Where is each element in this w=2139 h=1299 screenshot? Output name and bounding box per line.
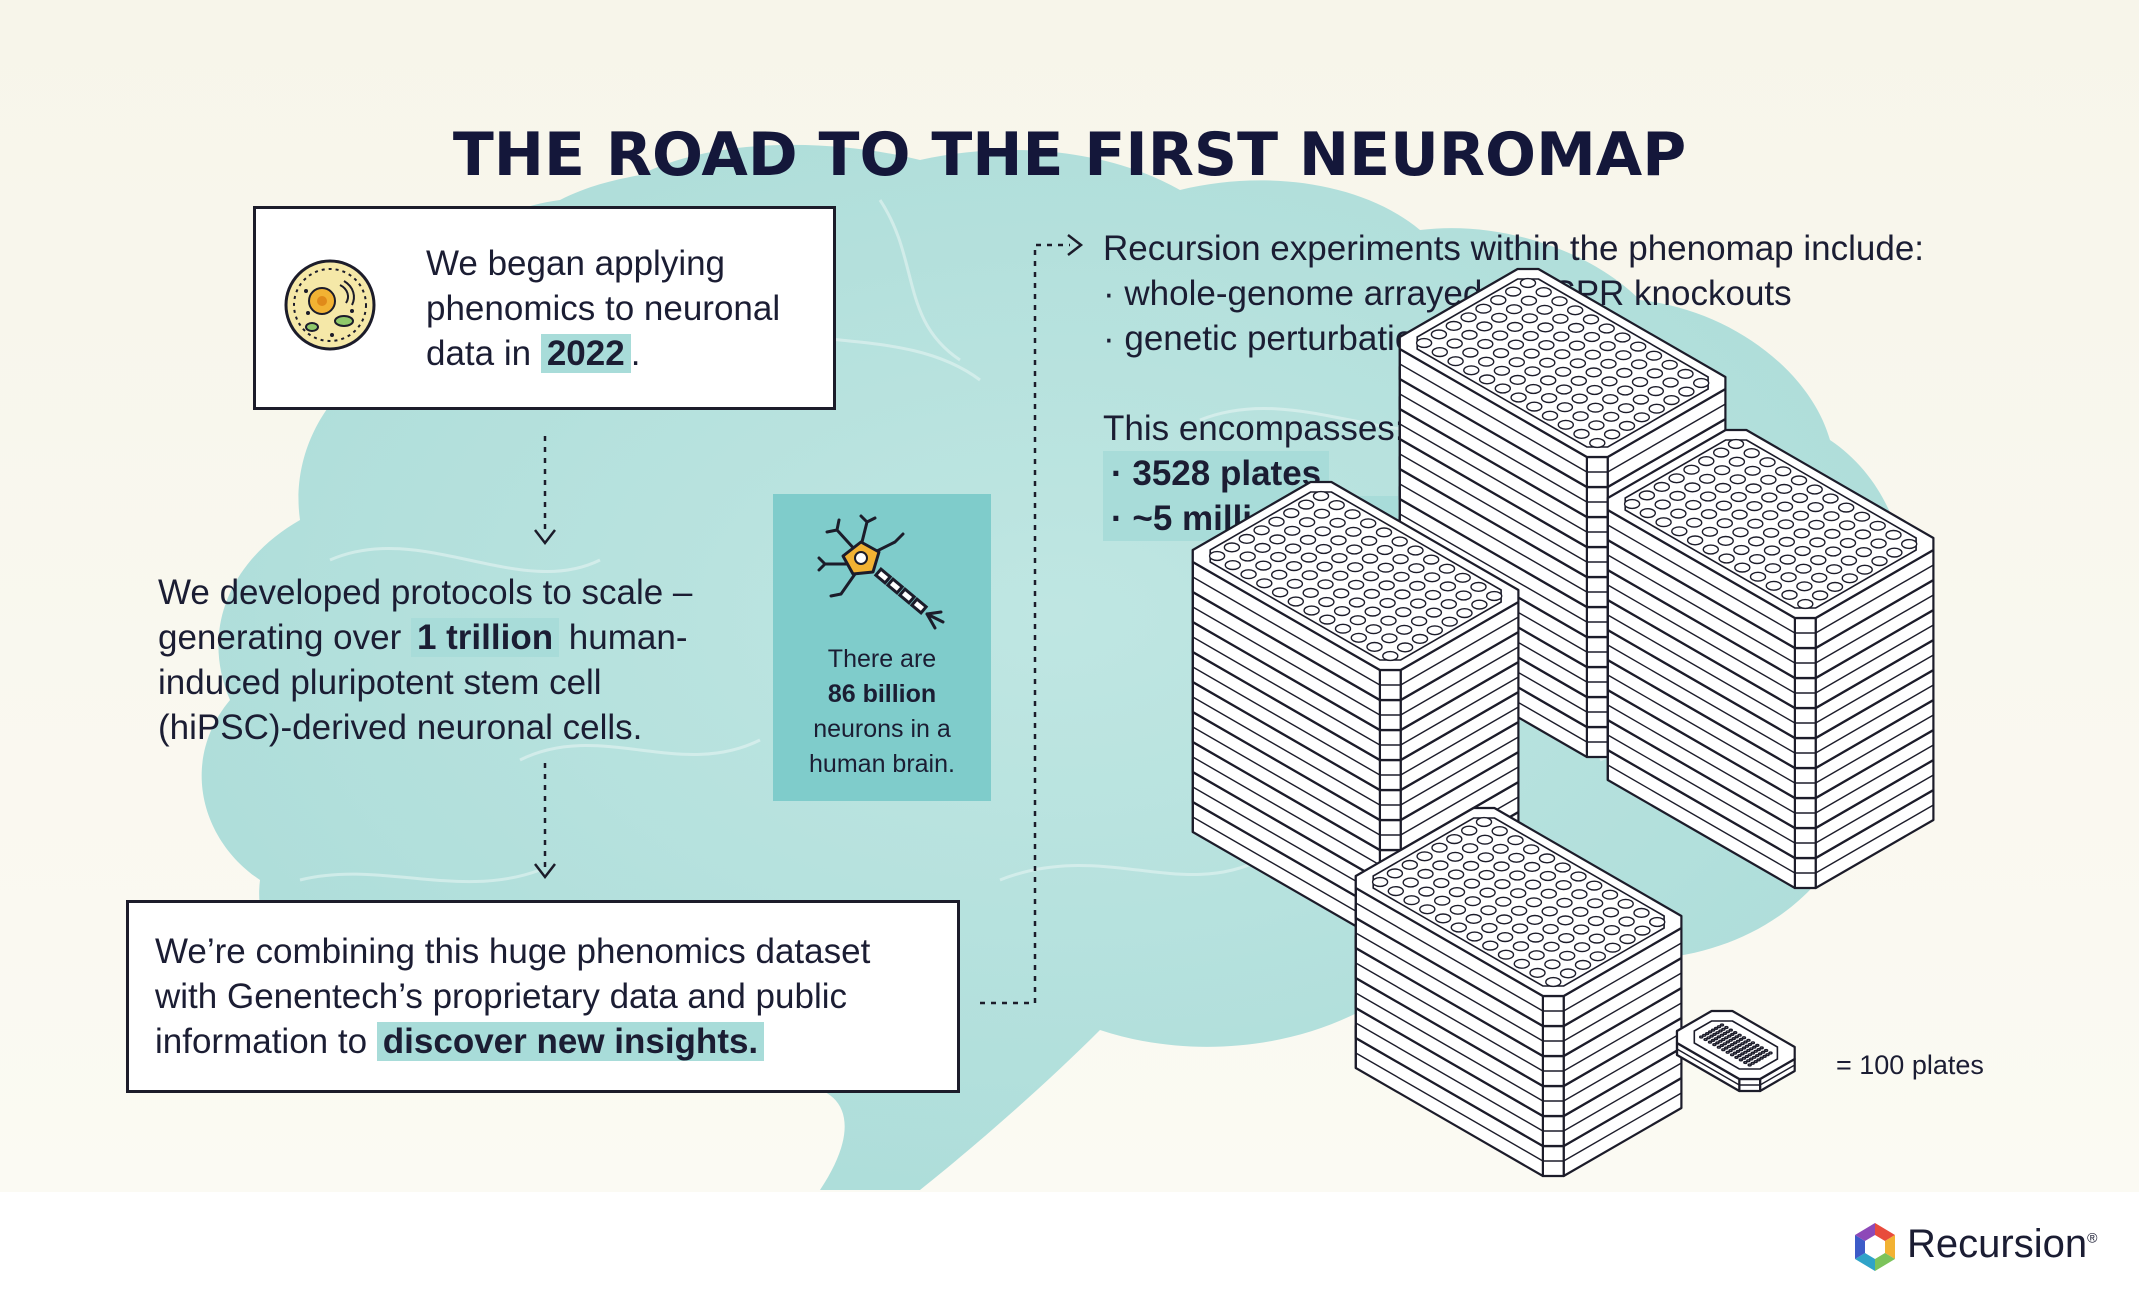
neuron-count: 86 billion — [827, 680, 937, 708]
step-3-line-3-prefix: information to — [155, 1022, 377, 1061]
neuron-icon — [817, 514, 945, 630]
step-2-line-3: induced pluripotent stem cell — [158, 663, 602, 702]
plate-stack-front — [1354, 806, 1683, 1178]
trillion-highlight: 1 trillion — [410, 618, 560, 657]
step-3-line-2: with Genentech’s proprietary data and pu… — [155, 977, 848, 1016]
registered-mark: ® — [2087, 1229, 2098, 1246]
step-3-box: We’re combining this huge phenomics data… — [126, 900, 960, 1093]
plates-stat: · 3528 plates — [1103, 451, 1330, 496]
recursion-logo-icon — [1855, 1223, 1895, 1271]
neuron-fact-line-1: There are — [827, 645, 937, 673]
page-title: THE ROAD TO THE FIRST NEUROMAP — [452, 120, 1687, 191]
neuron-fact-line-4: human brain. — [809, 750, 955, 778]
step-2-line-2-prefix: generating over — [158, 618, 411, 657]
step-1-line-2: phenomics to neuronal — [426, 289, 781, 328]
step-2-line-1: We developed protocols to scale – — [158, 573, 693, 612]
neuron-fact-text: There are 86 billion neurons in a human … — [773, 642, 991, 782]
neuron-fact-box: There are 86 billion neurons in a human … — [773, 494, 991, 801]
step-1-line-1: We began applying — [426, 244, 726, 283]
brand-name-text: Recursion — [1907, 1222, 2088, 1266]
brand-name: Recursion® — [1907, 1222, 2097, 1267]
step-1-line-3-prefix: data in — [426, 334, 541, 373]
year-highlight: 2022 — [540, 334, 631, 373]
step-3-line-1: We’re combining this huge phenomics data… — [155, 932, 871, 971]
plate-icon — [1675, 1009, 1796, 1093]
insights-highlight: discover new insights. — [376, 1022, 765, 1061]
step-2-line-2: generating over 1 trillion human- — [158, 615, 748, 660]
step-1-line-3-suffix: . — [630, 334, 641, 373]
step-3-text: We’re combining this huge phenomics data… — [155, 929, 955, 1064]
plate-stack-right — [1606, 428, 1935, 890]
step-2-line-2-suffix: human- — [559, 618, 688, 657]
legend-label: = 100 plates — [1836, 1050, 1984, 1080]
step-1-box: We began applying phenomics to neuronal … — [253, 206, 836, 410]
footer — [0, 1192, 2139, 1299]
step-1-line-3: data in 2022. — [426, 331, 826, 376]
step-3-line-3: information to discover new insights. — [155, 1019, 955, 1064]
encompasses-label: This encompasses: — [1103, 409, 1405, 448]
neuron-fact-line-3: neurons in a — [813, 715, 951, 743]
cell-icon — [284, 259, 376, 351]
step-2-text: We developed protocols to scale – genera… — [158, 570, 748, 750]
step-2-line-4: (hiPSC)-derived neuronal cells. — [158, 708, 643, 747]
step-1-text: We began applying phenomics to neuronal … — [426, 241, 826, 376]
experiment-item: · whole-genome arrayed CRISPR knockouts — [1103, 274, 1792, 313]
experiments-heading: Recursion experiments within the phenoma… — [1103, 229, 1925, 268]
